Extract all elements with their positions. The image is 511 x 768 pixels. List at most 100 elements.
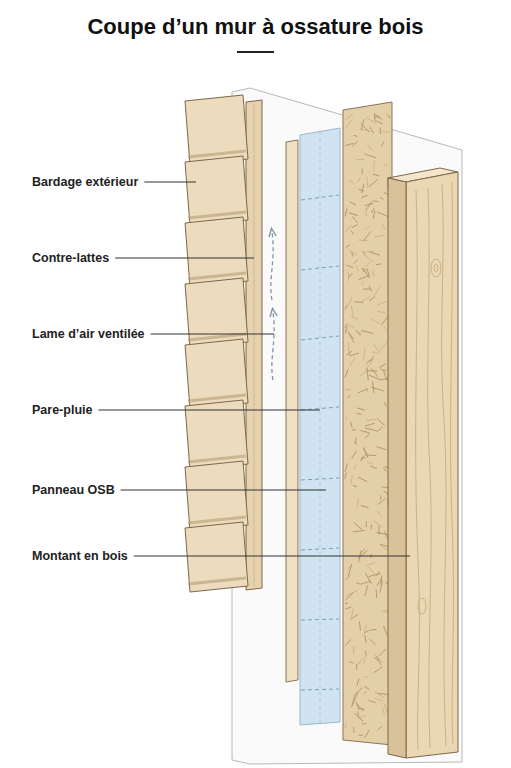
osb-strand — [366, 419, 378, 421]
osb-strand — [376, 589, 378, 598]
osb-strand — [366, 251, 374, 252]
cladding-board — [185, 278, 248, 348]
osb-strand — [371, 524, 372, 529]
osb-strand — [365, 585, 368, 596]
osb-strand — [354, 522, 362, 529]
osb-strand — [373, 521, 382, 527]
osb-strand — [357, 583, 361, 584]
osb-strand — [351, 306, 354, 318]
rain-barrier — [300, 128, 340, 725]
osb-strand — [365, 651, 367, 656]
osb-strand — [356, 702, 359, 709]
osb-strand — [353, 727, 354, 733]
leader-line — [115, 258, 254, 259]
osb-strand — [366, 256, 372, 261]
osb-strand — [382, 707, 385, 715]
osb-strand — [362, 723, 367, 724]
osb-strand — [357, 408, 365, 410]
osb-strand — [370, 466, 377, 469]
osb-strand — [363, 231, 371, 241]
stud-face — [406, 172, 458, 758]
part-label: Montant en bois — [32, 549, 128, 563]
osb-strand — [352, 141, 358, 147]
osb-strand — [365, 635, 366, 643]
osb-strand — [366, 201, 372, 210]
title-rule — [237, 51, 274, 53]
counter-batten — [246, 100, 262, 590]
osb-strand — [384, 626, 388, 636]
board-shadow — [188, 212, 246, 218]
osb-strand — [367, 368, 368, 380]
osb-strand — [380, 127, 382, 134]
cladding-board — [185, 522, 248, 592]
osb-strand — [345, 208, 347, 216]
board-shadow — [188, 395, 246, 401]
osb-strand — [360, 129, 370, 131]
osb-strand — [364, 686, 369, 689]
osb-strand — [381, 318, 386, 325]
osb-strand — [352, 216, 357, 222]
osb-strand — [365, 434, 370, 439]
osb-strand — [375, 114, 383, 120]
osb-strand — [374, 235, 385, 237]
osb-strand — [362, 195, 368, 197]
osb-strand — [365, 203, 373, 205]
part-label: Bardage extérieur — [32, 175, 138, 189]
board-shadow — [188, 456, 246, 462]
osb-strand — [380, 581, 383, 593]
osb-strand — [380, 197, 383, 199]
osb-strand — [364, 676, 368, 677]
board-shadow — [188, 517, 246, 523]
osb-strand — [376, 121, 382, 124]
osb-strand — [370, 318, 380, 323]
barrier-seams — [320, 132, 321, 723]
leader-line — [144, 182, 196, 183]
osb-strand — [374, 698, 383, 701]
leader-line — [98, 410, 320, 411]
osb-strand — [366, 356, 374, 364]
osb-strand — [358, 389, 368, 393]
osb-strand — [349, 180, 353, 182]
osb-strand — [361, 457, 366, 459]
osb-strand — [372, 271, 374, 276]
osb-strand — [365, 363, 372, 370]
osb-strand — [379, 649, 386, 656]
osb-strand — [347, 395, 350, 398]
osb-strand — [347, 265, 353, 268]
osb-strand — [356, 658, 363, 666]
osb-strand — [352, 225, 358, 228]
osb-strand — [374, 160, 375, 166]
osb-strand — [348, 297, 352, 306]
osb-strand — [351, 317, 358, 319]
osb-strand — [345, 120, 352, 128]
osb-strand — [361, 268, 365, 272]
cladding-board — [185, 339, 248, 409]
board-shadow — [188, 273, 246, 279]
osb-strand — [374, 114, 375, 121]
osb-strand — [358, 551, 368, 559]
osb-strand — [363, 448, 368, 458]
osb-strand — [369, 180, 377, 187]
osb-strand — [353, 646, 355, 655]
leader-line — [134, 556, 410, 557]
osb-strand — [346, 575, 350, 579]
osb-strand — [373, 343, 380, 353]
osb-strand — [371, 208, 374, 213]
osb-strand — [349, 250, 357, 254]
osb-strand — [377, 498, 385, 504]
osb-strand — [345, 639, 351, 645]
osb-strand — [369, 297, 375, 301]
osb-strand — [350, 615, 357, 620]
osb-strand — [356, 331, 362, 335]
osb-strand — [370, 127, 374, 133]
osb-strand — [349, 353, 359, 356]
osb-strand — [346, 244, 350, 247]
osb-strand — [365, 423, 375, 426]
osb-strand — [353, 135, 357, 136]
osb-strand — [345, 607, 351, 609]
osb-strand — [359, 189, 364, 191]
part-label: Contre-lattes — [32, 251, 109, 265]
osb-strand — [388, 115, 390, 118]
osb-strand — [348, 564, 351, 576]
osb-strand — [358, 177, 361, 182]
